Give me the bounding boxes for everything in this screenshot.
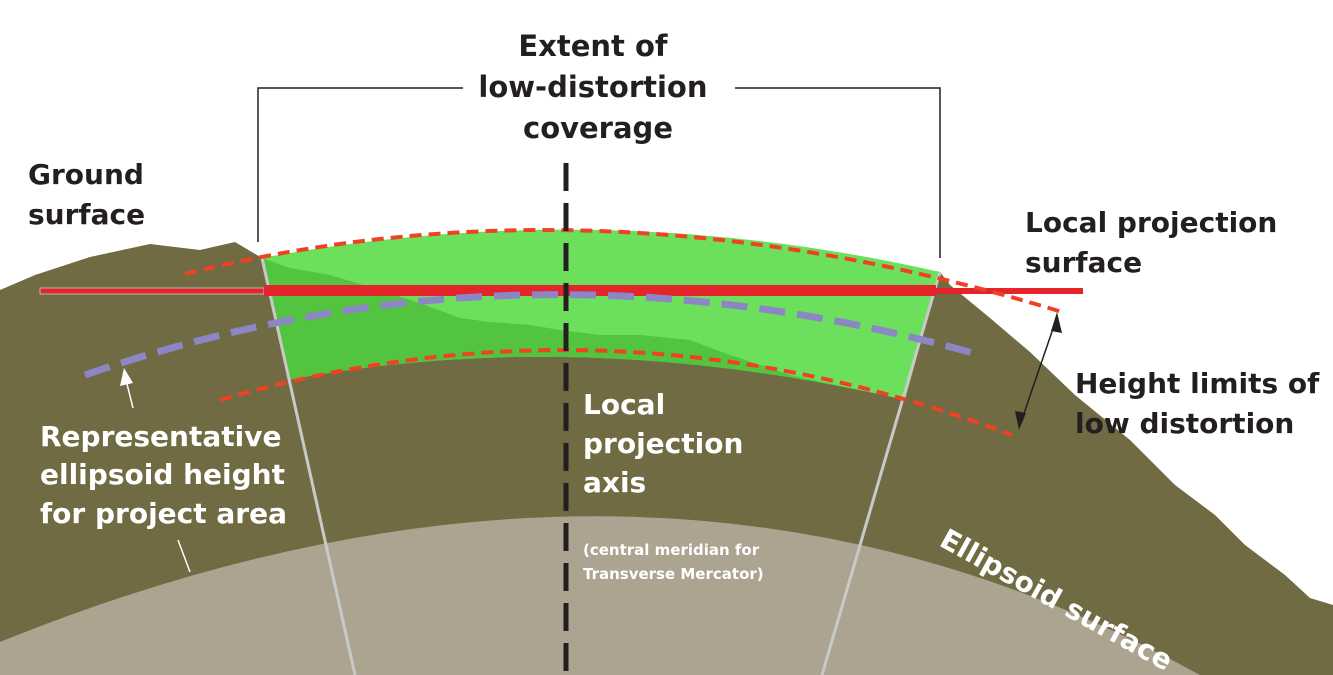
axis-note-line-1: (central meridian for <box>583 541 760 559</box>
axis-label-line-2: projection <box>583 427 743 460</box>
ground-label-line-1: Ground <box>28 158 144 191</box>
projection-line-center <box>264 285 936 296</box>
height-limits-arrowhead-top <box>1051 312 1062 333</box>
representative-line-1: Representative <box>40 420 282 453</box>
representative-line-3: for project area <box>40 497 287 530</box>
axis-label-line-3: axis <box>583 466 646 499</box>
extent-bracket-right <box>735 87 941 258</box>
axis-note-label: (central meridian for Transverse Mercato… <box>583 541 764 583</box>
representative-leader-line <box>177 539 191 573</box>
ground-label-line-2: surface <box>28 198 145 231</box>
projection-line-right <box>936 288 1083 294</box>
local-projection-surface-label: Local projection surface <box>1025 206 1287 279</box>
representative-pointer-arrow <box>125 379 134 409</box>
height-limits-arrow <box>1019 316 1058 426</box>
representative-pointer-arrowhead <box>120 368 133 386</box>
axis-note-line-2: Transverse Mercator) <box>583 565 764 583</box>
extent-bracket-left <box>257 87 463 242</box>
ground-surface-label: Ground surface <box>28 158 154 231</box>
extent-label-line-1: Extent of <box>518 29 668 63</box>
height-limits-arrowhead-bottom <box>1015 411 1026 430</box>
projection-axis-label: Local projection axis <box>583 388 753 499</box>
height-limits-line-2: low distortion <box>1075 407 1294 440</box>
representative-height-label: Representative ellipsoid height for proj… <box>40 420 295 530</box>
representative-line-2: ellipsoid height <box>40 458 285 491</box>
local-surface-label-line-1: Local projection <box>1025 206 1277 239</box>
height-limits-line-1: Height limits of <box>1075 367 1320 400</box>
zone-left-boundary <box>260 257 357 675</box>
ground-within-zone <box>262 258 905 400</box>
upper-height-limit <box>184 228 1063 314</box>
extent-label: Extent of low-distortion coverage <box>478 29 717 145</box>
axis-label-line-1: Local <box>583 388 665 421</box>
local-surface-label-line-2: surface <box>1025 246 1142 279</box>
extent-label-line-2: low-distortion <box>478 70 707 104</box>
lower-height-limit <box>219 348 1013 437</box>
projection-line-left <box>39 287 265 295</box>
representative-height-curve <box>83 291 981 379</box>
ellipsoid-surface <box>0 516 1200 675</box>
extent-label-line-3: coverage <box>523 111 673 145</box>
height-limits-label: Height limits of low distortion <box>1075 367 1329 440</box>
